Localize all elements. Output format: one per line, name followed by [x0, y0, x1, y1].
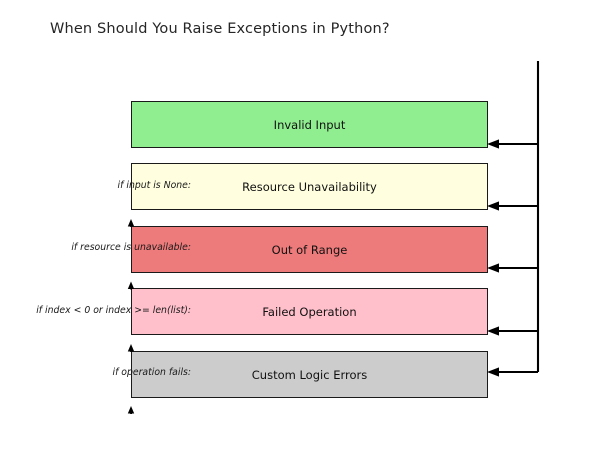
- node-invalid-input[interactable]: Invalid Input: [131, 101, 488, 148]
- node-failed-operation[interactable]: Failed Operation: [131, 288, 488, 335]
- page-title: When Should You Raise Exceptions in Pyth…: [50, 21, 390, 37]
- tick-stem-above-out-of-range: [130, 222, 132, 227]
- node-label-failed-operation: Failed Operation: [262, 304, 357, 319]
- tick-stem-above-failed-operation: [130, 284, 132, 290]
- node-label-out-of-range: Out of Range: [271, 242, 348, 257]
- arrowhead-into-failed-operation: [487, 326, 499, 336]
- node-label-resource-unavailability: Resource Unavailability: [242, 179, 377, 194]
- tick-stem-below-custom-logic-errors: [130, 409, 132, 414]
- node-out-of-range[interactable]: Out of Range: [131, 226, 488, 273]
- arrowhead-into-out-of-range: [487, 263, 499, 273]
- arrowhead-into-invalid-input: [487, 139, 499, 149]
- arrowhead-into-resource-unavailability: [487, 201, 499, 211]
- node-label-invalid-input: Invalid Input: [273, 117, 346, 132]
- node-custom-logic-errors[interactable]: Custom Logic Errors: [131, 351, 488, 398]
- tick-stem-above-custom-logic-errors: [130, 347, 132, 352]
- node-resource-unavailability[interactable]: Resource Unavailability: [131, 163, 488, 210]
- node-label-custom-logic-errors: Custom Logic Errors: [251, 367, 368, 382]
- arrowhead-into-custom-logic-errors: [487, 367, 499, 377]
